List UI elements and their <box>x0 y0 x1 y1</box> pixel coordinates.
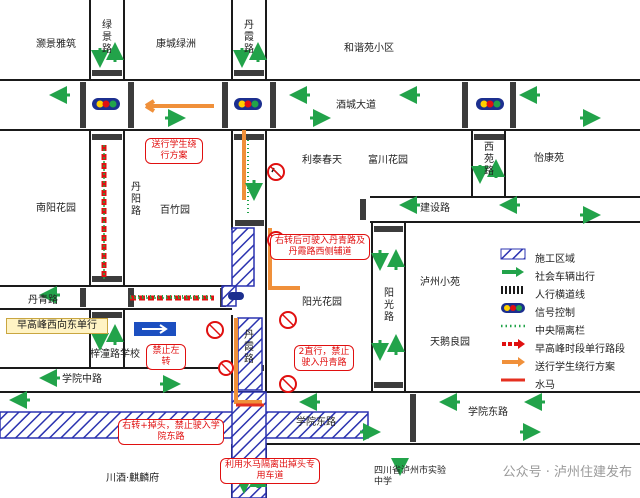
place-label-shuiyu: 灏景雅筑 <box>36 39 76 50</box>
no-uturn-icon <box>218 360 234 376</box>
traffic-arrows <box>9 42 601 494</box>
street-label-xueyuan-east-1: 学院东路 <box>296 417 336 428</box>
legend-crosswalk: 人行横道线 <box>500 284 640 301</box>
one-way-route-icon <box>502 339 525 349</box>
note-water-barrier-lane: 利用水马隔离出掉头专用车道 <box>220 458 320 484</box>
place-label-tianhe: 天鹅良园 <box>430 337 470 348</box>
street-label-chuanjiu: 川酒·麒麟府 <box>106 473 160 484</box>
street-label-jianshe: 建设路 <box>420 203 450 214</box>
traffic-light-icon <box>234 98 262 110</box>
vertical-roads <box>89 0 506 498</box>
note-right-turn-uturn: 右转+掉头，禁止驶入学院东路 <box>118 419 224 445</box>
legend-construction: 施工区域 <box>500 248 640 265</box>
note-student-detour: 送行学生绕行方案 <box>145 138 203 164</box>
legend-student-detour: 送行学生绕行方案 <box>500 356 640 373</box>
crosswalk-icon <box>501 286 523 294</box>
street-label-xiyuan: 西苑路 <box>484 142 494 177</box>
water-barrier-icon <box>501 378 525 382</box>
street-label-jiucheng: 酒城大道 <box>336 100 376 111</box>
street-label-xueyuan-middle: 学院中路 <box>62 374 102 385</box>
watermark: 公众号 · 泸州住建发布 <box>502 465 632 480</box>
legend-morning-one-way: 早高峰时段单行路段 <box>500 338 640 355</box>
place-label-litai: 利泰春天 <box>302 155 342 166</box>
place-label-yidiyuan: 怡康苑 <box>534 153 564 164</box>
no-left-turn-icon <box>267 163 285 181</box>
place-label-hexieyuan: 和谐苑小区 <box>344 43 394 54</box>
legend-water-barrier: 水马 <box>500 374 640 391</box>
direction-sign-icon <box>134 322 176 336</box>
street-label-danqing: 丹青路 <box>28 295 58 306</box>
traffic-light-icon <box>501 303 525 313</box>
morning-one-way-label: 早高峰西向东单行 <box>6 318 108 334</box>
place-label-kangcheng: 康城绿洲 <box>156 39 196 50</box>
crosswalks <box>80 70 516 453</box>
street-label-lvjing: 绿景路 <box>102 20 112 55</box>
street-label-danxia-south: 丹霞路 <box>244 330 254 365</box>
no-uturn-icon <box>279 311 297 329</box>
place-label-zidaolu-school: 梓潼路学校 <box>90 349 140 360</box>
legend-median: 中央隔离栏 <box>500 320 640 337</box>
construction-legend-icon <box>500 248 526 260</box>
place-label-fuchuan: 富川花园 <box>368 155 408 166</box>
street-label-xueyuan-east-2: 学院东路 <box>468 407 508 418</box>
street-label-danxia-north: 丹霞路 <box>244 20 254 55</box>
note-straight-no-right: 2直行，禁止驶入丹青路 <box>294 345 354 371</box>
note-right-turn: 右转后可驶入丹青路及丹霞路西侧辅道 <box>270 234 370 260</box>
median-icon <box>501 324 525 328</box>
legend-signal: 信号控制 <box>500 302 640 319</box>
note-no-left-turn: 禁止左转 <box>146 344 186 370</box>
place-label-luzhou-xiaoyuan: 泸州小苑 <box>420 277 460 288</box>
morning-one-way-route <box>101 145 214 301</box>
place-label-baizhuyuan: 百竹园 <box>160 205 190 216</box>
place-label-sichuan-school: 四川省泸州市实验中学 <box>374 466 447 487</box>
traffic-light-icon <box>476 98 504 110</box>
green-arrow-icon <box>502 267 524 277</box>
detour-route-icon <box>502 357 525 367</box>
traffic-light-icon <box>228 292 244 300</box>
place-label-nanyang: 南阳花园 <box>36 203 76 214</box>
no-left-turn-icon <box>206 321 224 339</box>
place-label-yangguang-huayuan: 阳光花园 <box>302 297 342 308</box>
median-dots <box>130 140 249 297</box>
no-uturn-icon <box>279 375 297 393</box>
traffic-light-icon <box>92 98 120 110</box>
street-label-yangguang: 阳光路 <box>384 288 394 323</box>
legend-social-vehicle: 社会车辆出行 <box>500 266 640 283</box>
street-label-danyang: 丹阳路 <box>131 182 141 217</box>
